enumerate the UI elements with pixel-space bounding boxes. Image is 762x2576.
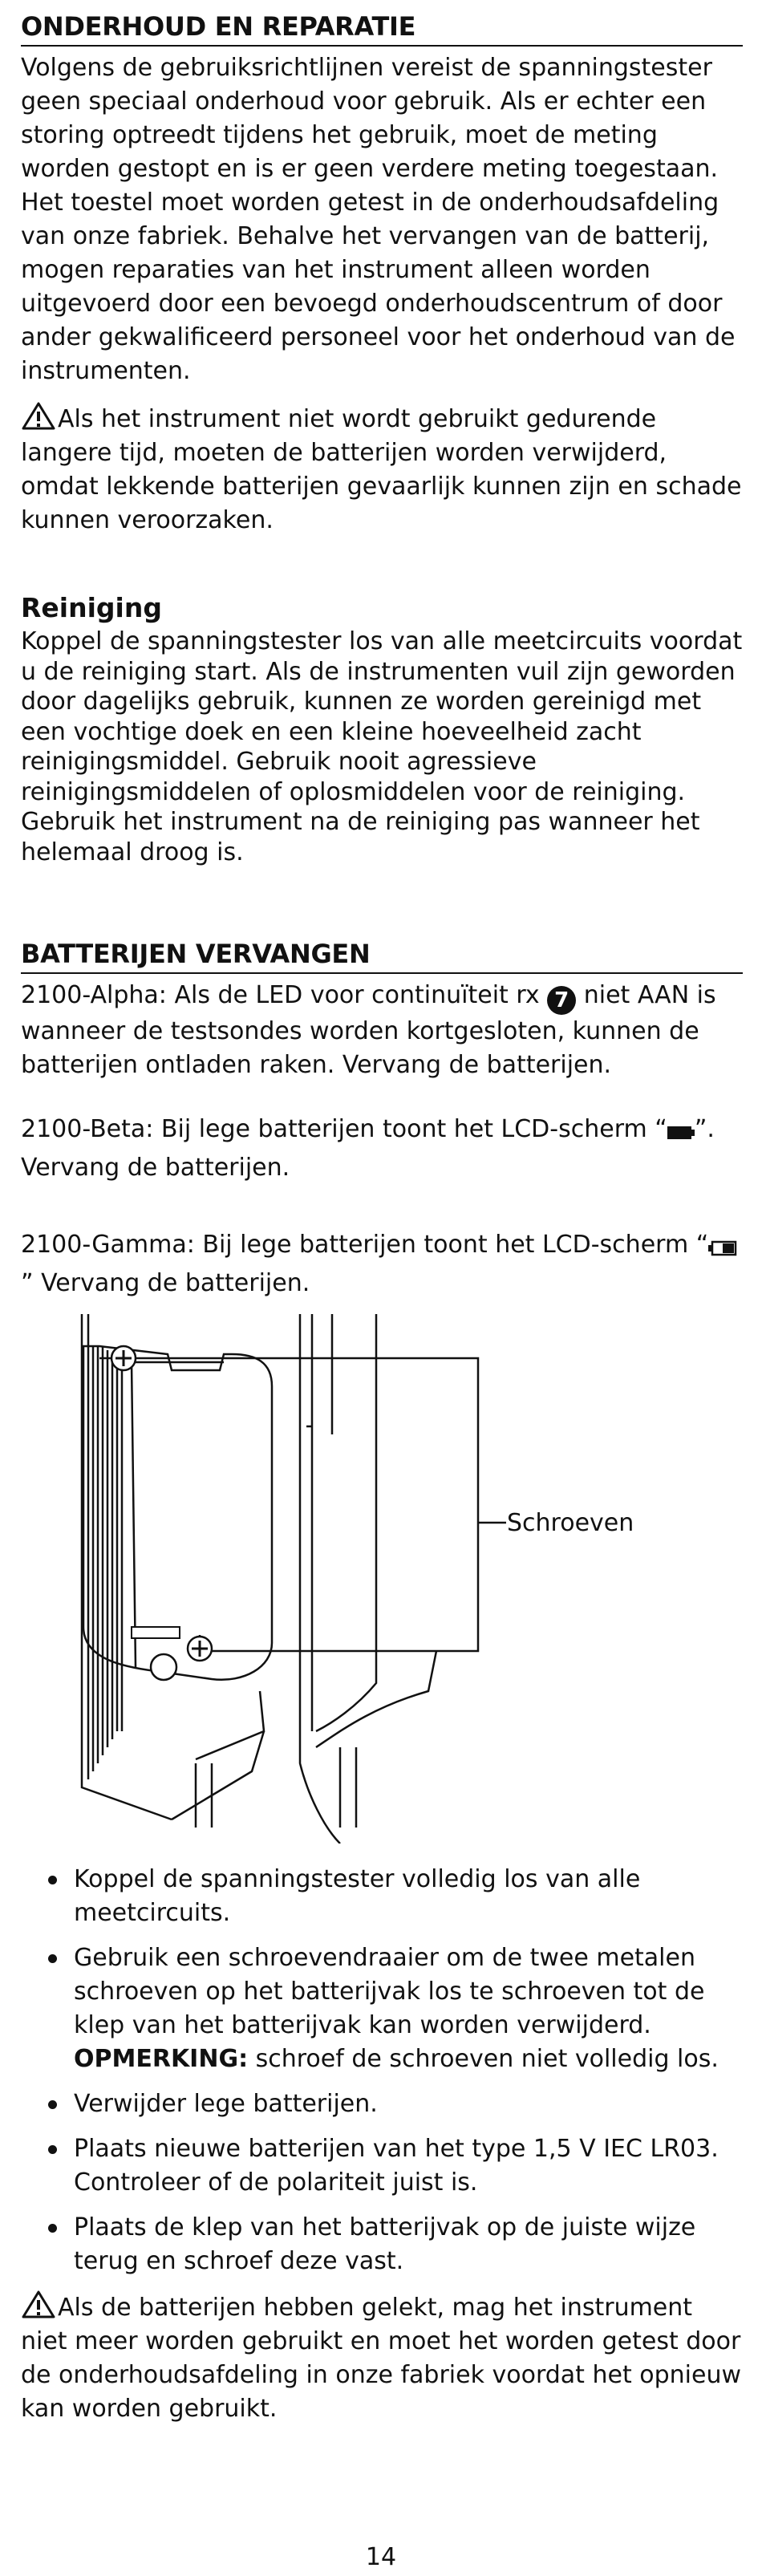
cleaning-body: Koppel de spanningstester los van alle m…: [21, 627, 743, 866]
beta-text-post: ”. Vervang de batterijen.: [21, 1115, 715, 1182]
step-item: Gebruik een schroevendraaier om de twee …: [21, 1941, 743, 2076]
step-text: Koppel de spanningstester volledig los v…: [74, 1865, 641, 1927]
battery-full-icon: [667, 1118, 695, 1151]
alpha-text: 2100-Alpha: Als de LED voor continuïteit…: [21, 979, 743, 1082]
cover-hinge: [149, 1653, 178, 1681]
screw-bottom: [186, 1635, 213, 1662]
step-item: Plaats nieuwe batterijen van het type 1,…: [21, 2132, 743, 2200]
maintenance-warning-text: Als het instrument niet wordt gebruikt g…: [21, 405, 742, 534]
final-warning-text: Als de batterijen hebben gelekt, mag het…: [21, 2294, 742, 2423]
step-text: Gebruik een schroevendraaier om de twee …: [74, 1944, 705, 2039]
step-item: Plaats de klep van het batterijvak op de…: [21, 2211, 743, 2278]
gamma-text-post: ” Vervang de batterijen.: [21, 1269, 310, 1297]
maintenance-body: Volgens de gebruiksrichtlijnen vereist d…: [21, 54, 736, 385]
gamma-text: 2100-Gamma: Bij lege batterijen toont he…: [21, 1228, 743, 1300]
gamma-text-pre: 2100-Gamma: Bij lege batterijen toont he…: [21, 1231, 709, 1259]
battery-compartment-figure: Schroeven: [51, 1314, 661, 1844]
maintenance-warning: Als het instrument niet wordt gebruikt g…: [21, 401, 743, 538]
section-cleaning: Reiniging Koppel de spanningstester los …: [21, 592, 743, 867]
beta-text: 2100-Beta: Bij lege batterijen toont het…: [21, 1113, 743, 1185]
section-title-maintenance: ONDERHOUD EN REPARATIE: [21, 11, 743, 47]
callout-number-badge: 7: [547, 986, 577, 1015]
warning-triangle-icon: [21, 2290, 56, 2318]
section-title-battery: BATTERIJEN VERVANGEN: [21, 939, 743, 974]
battery-low-icon: [708, 1233, 737, 1267]
screw-top: [110, 1345, 137, 1372]
callout-label-screws: Schroeven: [507, 1509, 634, 1537]
section-title-cleaning: Reiniging: [21, 592, 162, 623]
section-battery: BATTERIJEN VERVANGEN 2100-Alpha: Als de …: [21, 939, 743, 1300]
cover-latch: [131, 1626, 180, 1639]
page-number: 14: [365, 2543, 397, 2571]
alpha-text-post: niet AAN is wanneer de testsondes worden…: [21, 981, 716, 1079]
section-maintenance: ONDERHOUD EN REPARATIE Volgens de gebrui…: [21, 11, 743, 538]
final-warning: Als de batterijen hebben gelekt, mag het…: [21, 2290, 743, 2426]
beta-text-pre: 2100-Beta: Bij lege batterijen toont het…: [21, 1115, 667, 1143]
step-text: Verwijder lege batterijen.: [74, 2090, 378, 2118]
note-label: OPMERKING:: [74, 2045, 249, 2073]
steps-list: Koppel de spanningstester volledig los v…: [21, 1863, 743, 2278]
step-item: Koppel de spanningstester volledig los v…: [21, 1863, 743, 1930]
alpha-text-pre: 2100-Alpha: Als de LED voor continuïteit…: [21, 981, 540, 1009]
step-item: Verwijder lege batterijen.: [21, 2087, 743, 2121]
note-text: schroef de schroeven niet volledig los.: [248, 2045, 719, 2073]
battery-steps: Koppel de spanningstester volledig los v…: [21, 1863, 743, 2426]
step-text: Plaats nieuwe batterijen van het type 1,…: [74, 2135, 719, 2197]
warning-triangle-icon: [21, 401, 56, 430]
tester-illustration: Schroeven: [80, 1314, 634, 1844]
step-text: Plaats de klep van het batterijvak op de…: [74, 2213, 696, 2275]
